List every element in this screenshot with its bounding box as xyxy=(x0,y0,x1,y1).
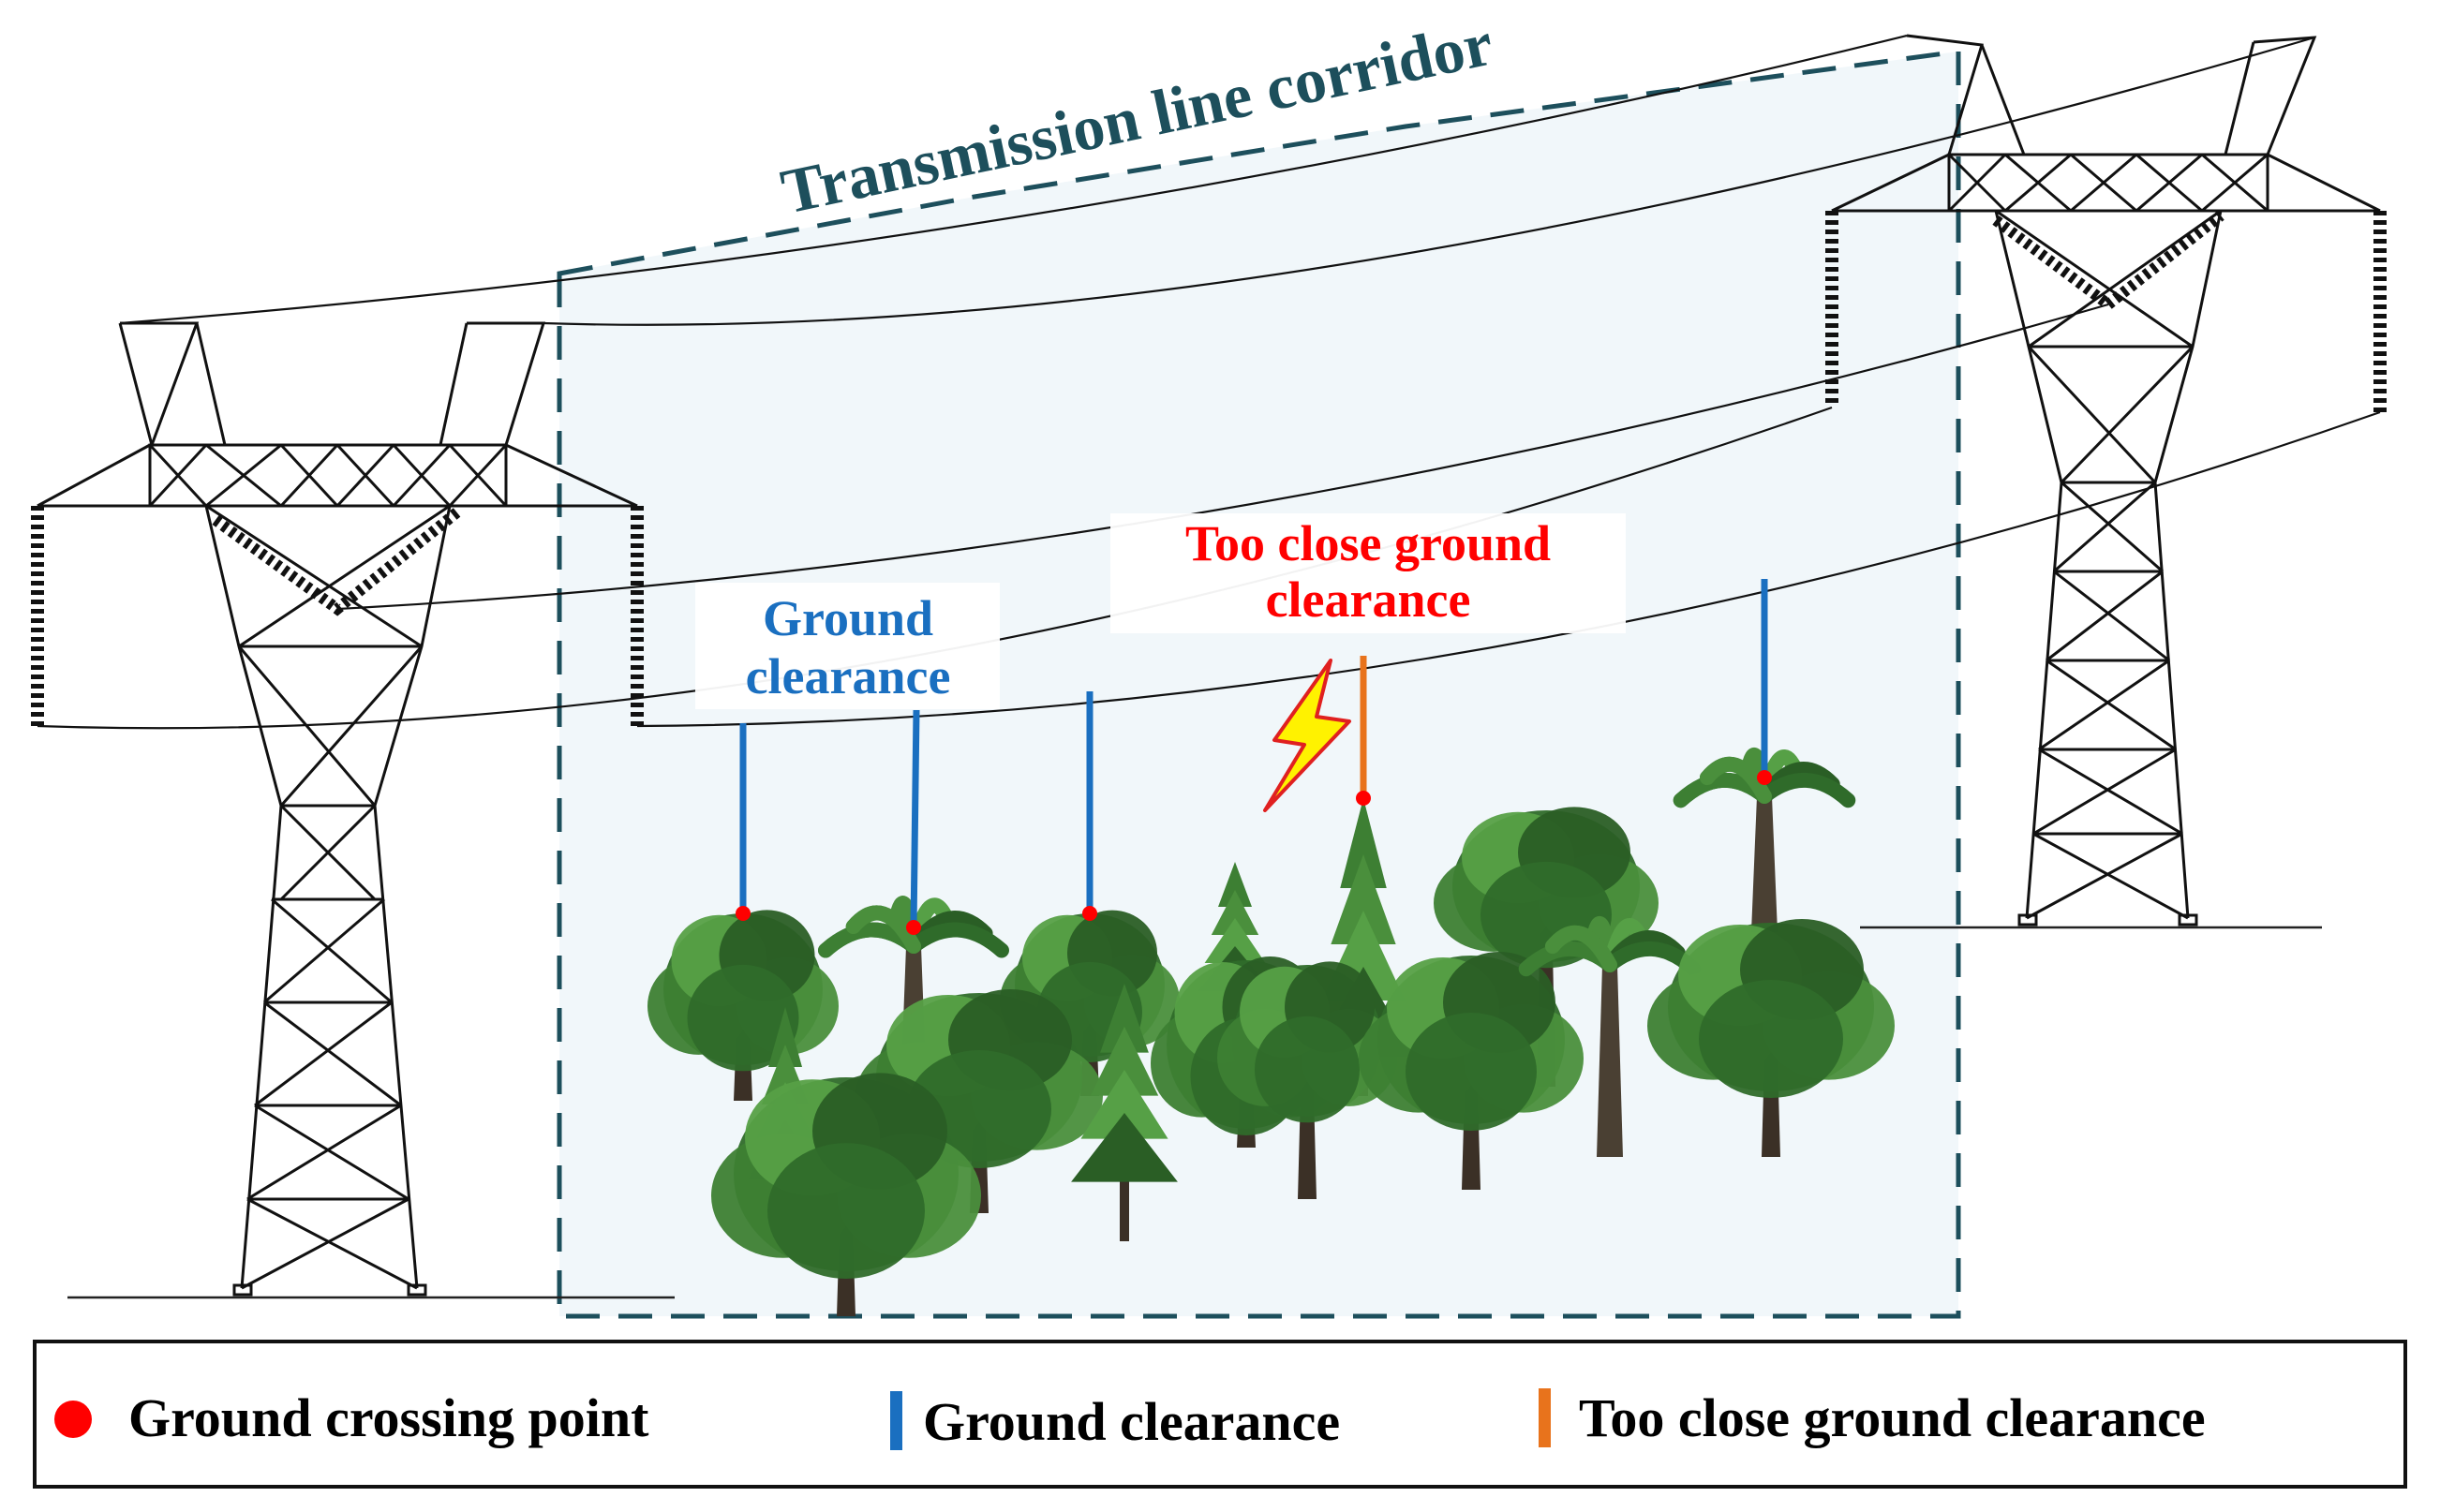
conductor-top xyxy=(119,34,1908,325)
insulators-left xyxy=(31,506,644,726)
conductor-lower-right xyxy=(636,410,2381,728)
ground-crossing-point xyxy=(1757,770,1772,785)
ground-crossing-point xyxy=(906,920,921,935)
too-close-label-line1: Too close ground xyxy=(1185,515,1551,571)
legend-box xyxy=(33,1340,2407,1489)
legend-label-clearance: Ground clearance xyxy=(923,1391,1340,1452)
tree xyxy=(1217,961,1398,1199)
trees xyxy=(647,747,1895,1316)
legend-bar-icon-blue xyxy=(890,1391,902,1450)
tree xyxy=(1359,952,1584,1190)
transmission-tower-right xyxy=(1831,34,2381,926)
too-close-label: Too close ground clearance xyxy=(1110,513,1626,633)
legend-label-too-close: Too close ground clearance xyxy=(1579,1387,2206,1448)
ground-clearance-line xyxy=(910,709,920,928)
legend-label-crossing: Ground crossing point xyxy=(128,1387,649,1448)
ground-clearance-label: Ground clearance xyxy=(695,583,1000,709)
lightning-bolt-icon xyxy=(1263,659,1351,812)
legend-bar-icon-orange xyxy=(1539,1388,1551,1447)
tree xyxy=(711,1073,981,1316)
legend: Ground crossing point Ground clearance T… xyxy=(33,1340,2407,1489)
conductor-middle xyxy=(336,303,2109,611)
transmission-tower-left xyxy=(37,321,638,1297)
tree xyxy=(1673,747,1856,932)
tree xyxy=(1071,984,1178,1241)
ground-crossing-point xyxy=(736,906,751,921)
tree xyxy=(1647,919,1895,1157)
too-close-label-line2: clearance xyxy=(1266,571,1471,628)
ground-clearance-label-line1: Ground xyxy=(763,590,933,646)
clearance-markers xyxy=(736,579,1772,935)
conductor-upper xyxy=(543,36,2315,326)
ground-clearance-label-line2: clearance xyxy=(746,648,951,704)
ground-crossing-point xyxy=(1082,906,1097,921)
ground-crossing-point xyxy=(1356,791,1371,806)
legend-dot-icon xyxy=(54,1401,92,1438)
